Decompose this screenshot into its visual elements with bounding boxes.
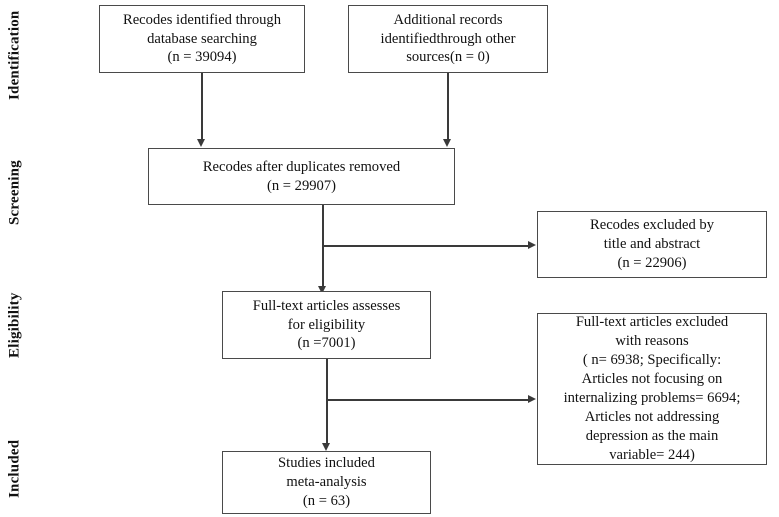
phase-label-eligibility: Eligibility <box>0 283 30 367</box>
phase-label-included: Included <box>0 430 30 508</box>
phase-label-eligibility-text: Eligibility <box>6 292 23 358</box>
node-line: for eligibility <box>287 316 366 333</box>
arrowhead-database-to-dedup <box>197 139 205 147</box>
node-line: database searching <box>147 30 257 47</box>
node-line: title and abstract <box>603 236 701 253</box>
connector-fulltext-to-included <box>326 359 328 444</box>
node-fulltext-articles-assessed: Full-text articles assesses for eligibil… <box>222 291 431 359</box>
phase-label-screening: Screening <box>0 152 30 234</box>
node-line: (n = 29907) <box>266 177 337 194</box>
node-line: Additional records <box>393 11 503 28</box>
node-line: Articles not addressing <box>584 408 720 425</box>
arrowhead-dedup-to-fulltext <box>318 286 326 294</box>
node-line: identifiedthrough other <box>380 30 516 47</box>
node-line: (n = 22906) <box>617 254 687 271</box>
arrowhead-fulltext-to-included <box>322 443 330 451</box>
node-line: Articles not focusing on <box>581 371 723 388</box>
node-line: Recodes excluded by <box>589 217 714 234</box>
node-line: Recodes identified through <box>122 11 282 28</box>
phase-label-included-text: Included <box>6 439 23 499</box>
node-records-identified-database: Recodes identified through database sear… <box>99 5 305 73</box>
node-line: Full-text articles assesses <box>252 297 401 314</box>
node-line: ( n= 6938; Specifically: <box>582 352 722 369</box>
node-line: Full-text articles excluded <box>575 314 729 331</box>
arrowhead-other-to-dedup <box>443 139 451 147</box>
node-records-after-duplicates-removed: Recodes after duplicates removed (n = 29… <box>148 148 455 205</box>
node-additional-records-other-sources: Additional records identifiedthrough oth… <box>348 5 548 73</box>
node-line: meta-analysis <box>286 474 367 491</box>
connector-other-to-dedup <box>447 73 449 140</box>
connector-fulltext-to-excluded <box>326 399 529 401</box>
node-line: variable= 244) <box>609 446 695 463</box>
phase-label-identification: Identification <box>0 5 30 105</box>
connector-dedup-to-excluded <box>322 245 529 247</box>
node-line: depression as the main <box>585 427 719 444</box>
node-studies-included-meta-analysis: Studies included meta-analysis (n = 63) <box>222 451 431 514</box>
node-line: with reasons <box>615 333 689 350</box>
node-line: (n =7001) <box>297 335 356 352</box>
arrowhead-dedup-to-excluded <box>528 241 536 249</box>
node-records-excluded-title-abstract: Recodes excluded by title and abstract (… <box>537 211 767 278</box>
node-line: (n = 63) <box>302 492 351 509</box>
node-line: Recodes after duplicates removed <box>202 158 401 175</box>
phase-label-screening-text: Screening <box>6 160 23 226</box>
node-line: Studies included <box>278 455 375 472</box>
node-fulltext-articles-excluded: Full-text articles excluded with reasons… <box>537 313 767 465</box>
arrowhead-fulltext-to-excluded <box>528 395 536 403</box>
node-line: internalizing problems= 6694; <box>563 390 741 406</box>
connector-database-to-dedup <box>201 73 203 140</box>
node-line: sources(n = 0) <box>406 49 490 66</box>
node-line: (n = 39094) <box>167 49 237 66</box>
phase-label-identification-text: Identification <box>6 10 23 100</box>
